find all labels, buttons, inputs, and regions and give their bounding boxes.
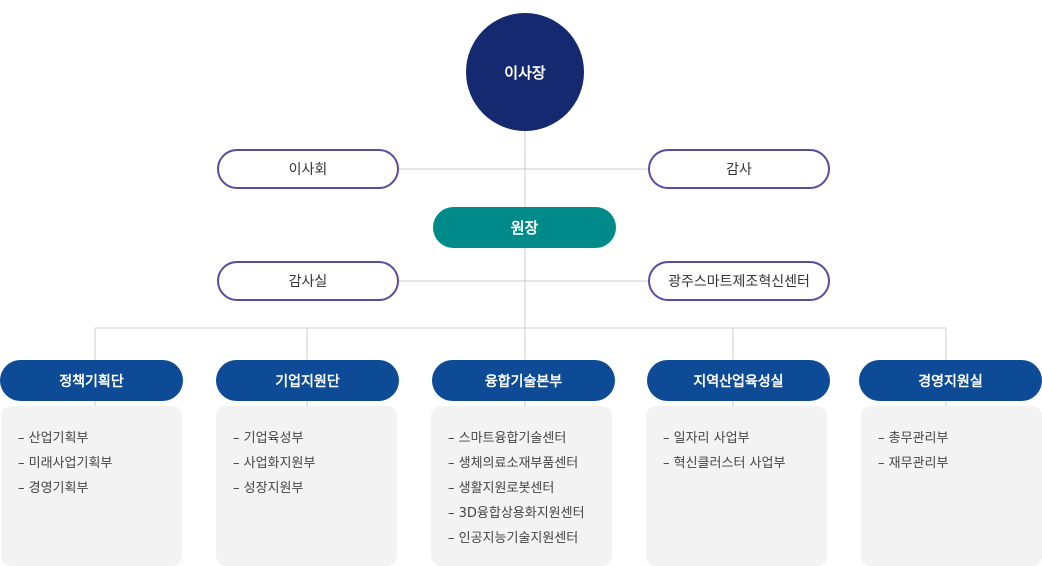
list-item: 인공지능기술지원센터 bbox=[448, 526, 612, 551]
department-label: 기업지원단 bbox=[275, 373, 340, 390]
list-item: 기업육성부 bbox=[233, 426, 397, 451]
department-panel: 기업육성부 사업화지원부 성장지원부 bbox=[216, 406, 397, 566]
list-item: 산업기획부 bbox=[18, 426, 182, 451]
auditor-node: 감사 bbox=[648, 149, 830, 189]
department-policy-planning: 정책기획단 bbox=[0, 360, 183, 401]
department-label: 정책기획단 bbox=[59, 373, 124, 390]
department-management-support: 경영지원실 bbox=[859, 360, 1042, 401]
department-item-list: 스마트융합기술센터 생체의료소재부품센터 생활지원로봇센터 3D융합상용화지원센… bbox=[448, 426, 612, 551]
department-panel: 스마트융합기술센터 생체의료소재부품센터 생활지원로봇센터 3D융합상용화지원센… bbox=[431, 406, 612, 566]
department-enterprise-support: 기업지원단 bbox=[216, 360, 399, 401]
department-label: 경영지원실 bbox=[918, 373, 983, 390]
president-node: 원장 bbox=[433, 207, 616, 248]
list-item: 혁신클러스터 사업부 bbox=[663, 451, 827, 476]
audit-office-node: 감사실 bbox=[217, 261, 399, 301]
department-panel: 산업기획부 미래사업기획부 경영기획부 bbox=[1, 406, 182, 566]
list-item: 생활지원로봇센터 bbox=[448, 476, 612, 501]
department-item-list: 기업육성부 사업화지원부 성장지원부 bbox=[233, 426, 397, 501]
department-panel: 총무관리부 재무관리부 bbox=[861, 406, 1042, 566]
department-label: 융합기술본부 bbox=[484, 373, 563, 390]
department-panel: 일자리 사업부 혁신클러스터 사업부 bbox=[646, 406, 827, 566]
auditor-label: 감사 bbox=[726, 162, 752, 178]
list-item: 성장지원부 bbox=[233, 476, 397, 501]
department-convergence-technology: 융합기술본부 bbox=[432, 360, 615, 401]
president-label: 원장 bbox=[510, 219, 539, 237]
chairman-node: 이사장 bbox=[466, 13, 584, 131]
board-label: 이사회 bbox=[288, 162, 328, 178]
list-item: 총무관리부 bbox=[878, 426, 1042, 451]
smart-center-node: 광주스마트제조혁신센터 bbox=[648, 261, 830, 301]
department-item-list: 일자리 사업부 혁신클러스터 사업부 bbox=[663, 426, 827, 476]
department-item-list: 총무관리부 재무관리부 bbox=[878, 426, 1042, 476]
audit-office-label: 감사실 bbox=[288, 274, 328, 290]
department-label: 지역산업육성실 bbox=[693, 373, 784, 390]
list-item: 3D융합상용화지원센터 bbox=[448, 501, 612, 526]
department-regional-industry: 지역산업육성실 bbox=[647, 360, 830, 401]
department-item-list: 산업기획부 미래사업기획부 경영기획부 bbox=[18, 426, 182, 501]
list-item: 생체의료소재부품센터 bbox=[448, 451, 612, 476]
list-item: 스마트융합기술센터 bbox=[448, 426, 612, 451]
list-item: 재무관리부 bbox=[878, 451, 1042, 476]
list-item: 경영기획부 bbox=[18, 476, 182, 501]
list-item: 사업화지원부 bbox=[233, 451, 397, 476]
board-node: 이사회 bbox=[217, 149, 399, 189]
chairman-label: 이사장 bbox=[504, 63, 546, 82]
smart-center-label: 광주스마트제조혁신센터 bbox=[668, 274, 810, 290]
list-item: 미래사업기획부 bbox=[18, 451, 182, 476]
list-item: 일자리 사업부 bbox=[663, 426, 827, 451]
